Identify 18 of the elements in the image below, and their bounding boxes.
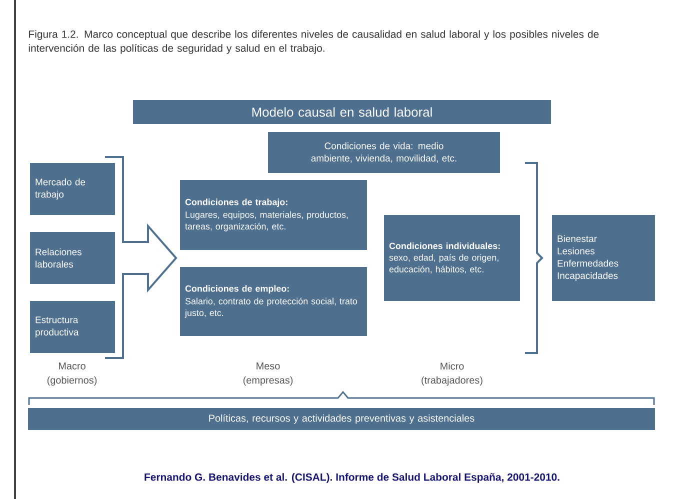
level-label: Macro [58,362,86,370]
level-label: (empresas) [243,376,293,386]
level-label: (trabajadores) [422,376,482,386]
process-box: Condiciones de trabajo: Lugares, equipos, materiales, productos, tareas, organización, etc. [180,180,367,250]
process-box: Estructura productiva [30,301,115,353]
process-box: Condiciones individuales: sexo, edad, país de origen, educación, hábitos, etc. [384,215,520,301]
process-box: Condiciones de vida: medio ambiente, vivienda, movilidad, etc. [268,132,500,173]
level-label: Micro [440,362,464,370]
process-box: Bienestar Lesiones Enfermedades Incapacidades [552,215,655,301]
source-caption: Fernando G. Benavides et al. (CISAL). Informe de Salud Laboral España, 2001-2010. [144,473,560,483]
title-bar: Modelo causal en salud laboral [133,100,551,124]
process-box: Mercado de trabajo [30,163,115,215]
process-box: Condiciones de empleo: Salario, contrato de protección social, trato justo, etc. [180,267,367,336]
figure-heading: Figura 1.2. Marco conceptual que describe los diferentes niveles de causalidad en salud laboral y los posibles niveles de intervención de las políticas de seguridad y salud en el trabajo. [28,30,599,54]
process-box: Relaciones laborales [30,232,115,284]
level-label: Meso [256,362,280,370]
policy-bar: Políticas, recursos y actividades preventivas y asistenciales [28,408,655,430]
level-label: (gobiernos) [47,376,97,386]
